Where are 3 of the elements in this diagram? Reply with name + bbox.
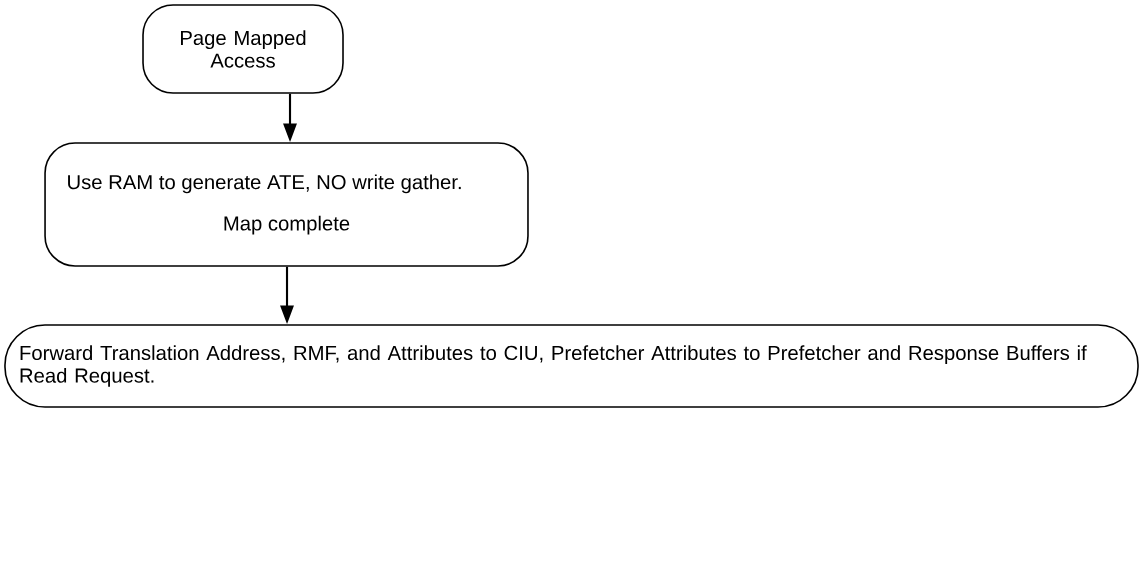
process-box: Forward Translation Address, RMF, and Attributes to CIU, Prefetcher Attributes to Prefetcher and Response Buffers if Read Request. [4,324,1139,408]
process-box: Page Mapped Access [142,4,344,94]
process-box: Use RAM to generate ATE, NO write gather. Map complete [44,142,529,267]
